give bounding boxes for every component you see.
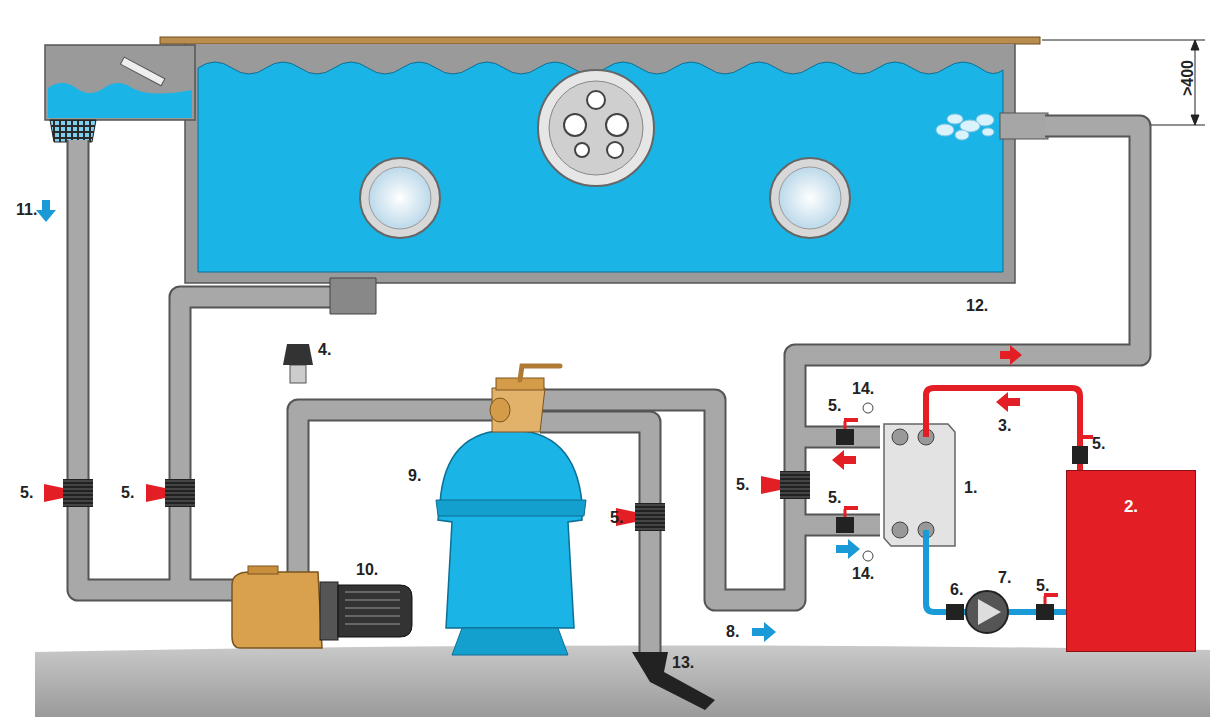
- callout-number: 5.: [1036, 578, 1049, 594]
- pool-deck: [160, 37, 1040, 44]
- ball-valve: [44, 479, 93, 507]
- callout-number: 3.: [998, 418, 1011, 434]
- small-valve: [836, 418, 858, 445]
- pool-light: [360, 158, 440, 238]
- small-valve: [1072, 435, 1093, 464]
- callout-number: 8.: [726, 624, 739, 640]
- callout-number: 7.: [998, 570, 1011, 586]
- skimmer-basket: [50, 120, 96, 142]
- pool-wall: [185, 44, 1015, 283]
- dimension-line: [1042, 40, 1205, 125]
- pool-water: [198, 62, 1003, 272]
- ground: [35, 645, 1210, 717]
- sand-filter: [436, 366, 586, 655]
- main-pump: [232, 566, 412, 648]
- callout-number: 12.: [966, 298, 988, 314]
- callout-number: 11.: [16, 202, 37, 218]
- water-pipes: [78, 126, 1140, 655]
- air-valve: [283, 344, 313, 383]
- callout-number: 9.: [408, 468, 421, 484]
- return-inlet: [1000, 113, 1048, 139]
- callout-number: 1.: [964, 480, 977, 496]
- callout-number: 5.: [828, 490, 841, 506]
- small-valve: [946, 604, 964, 620]
- dimension-label: >400: [1180, 60, 1196, 96]
- jet-unit: [538, 70, 654, 186]
- callout-number: 10.: [356, 562, 378, 578]
- callout-number: 14.: [852, 381, 874, 397]
- callout-number: 6.: [950, 582, 963, 598]
- bubbles: [936, 114, 994, 140]
- ball-valve: [146, 479, 195, 507]
- callout-number: 5.: [828, 398, 841, 414]
- callout-number: 2.: [1124, 497, 1138, 517]
- callout-number: 4.: [318, 342, 331, 358]
- callout-number: 5.: [1092, 436, 1105, 452]
- ball-valve: [616, 503, 665, 531]
- circulator-pump: [966, 591, 1008, 633]
- callout-number: 14.: [852, 566, 874, 582]
- pool-light: [770, 158, 850, 238]
- hot-pipe: [926, 388, 1080, 470]
- ball-valve: [761, 471, 810, 499]
- drain: [632, 652, 715, 710]
- small-valve: [1036, 593, 1058, 620]
- flow-arrow: [36, 200, 1022, 642]
- callout-number: 13.: [672, 655, 694, 671]
- small-valve: [836, 506, 858, 533]
- callout-number: 5.: [121, 485, 134, 501]
- callout-number: 5.: [736, 477, 749, 493]
- skimmer-flap: [120, 57, 164, 86]
- skimmer-water: [48, 83, 192, 118]
- skimmer: [45, 45, 195, 120]
- heat-exchanger: [884, 424, 955, 546]
- boiler-box: 2.: [1066, 470, 1196, 652]
- callout-number: 5.: [610, 510, 623, 526]
- callout-number: 5.: [20, 485, 33, 501]
- thermometer: [863, 403, 873, 561]
